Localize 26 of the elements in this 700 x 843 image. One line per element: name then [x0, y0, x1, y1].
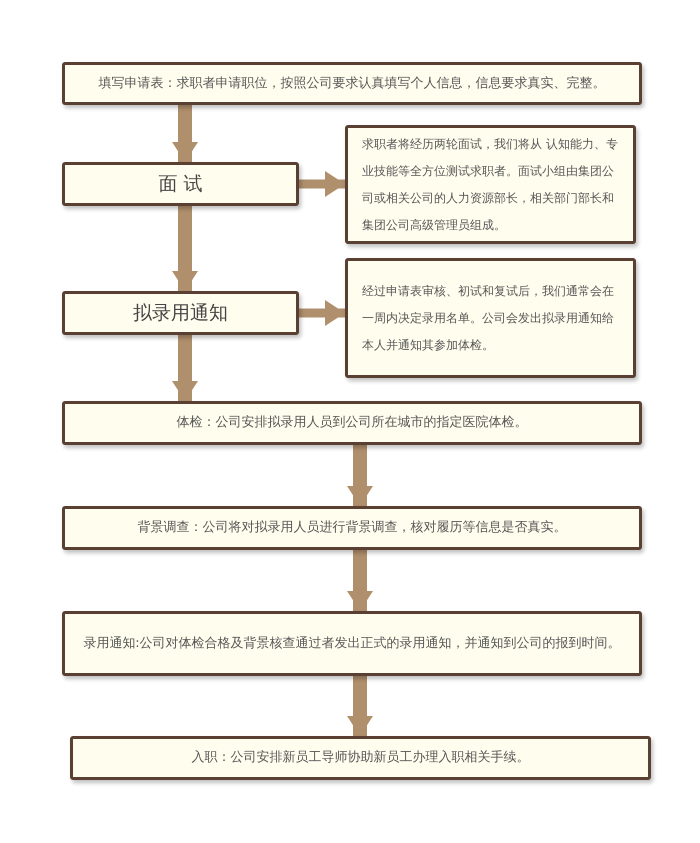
box-text: 经过申请表审核、初试和复试后，我们通常会在一周内决定录用名单。公司会发出拟录用通知给本人并通知其参加体检。 [361, 282, 615, 354]
arrow [172, 206, 198, 291]
box-text: 录用通知:公司对体检合格及背景核查通过者发出正式的录用通知，并通知到公司的报到时间。 [82, 634, 622, 653]
box-text: 背景调查：公司将对拟录用人员进行背景调查，核对履历等信息是否真实。 [136, 519, 568, 538]
process-box [62, 506, 642, 550]
arrow [172, 105, 198, 162]
arrow [299, 300, 345, 326]
process-box [62, 162, 299, 206]
process-box [70, 736, 651, 780]
process-box [62, 62, 642, 105]
arrow [347, 445, 373, 506]
arrow [299, 171, 345, 197]
box-text: 填写申请表：求职者申请职位，按照公司要求认真填写个人信息，信息要求真实、完整。 [98, 74, 606, 93]
arrow [347, 550, 373, 611]
box-text: 体检：公司安排拟录用人员到公司所在城市的指定医院体检。 [176, 414, 528, 432]
box-text: 面 试 [157, 172, 204, 197]
arrow [172, 335, 198, 401]
process-box [62, 291, 299, 335]
arrow [347, 676, 373, 736]
note-box [345, 125, 636, 244]
note-box [345, 258, 636, 378]
process-box [62, 401, 642, 445]
box-text: 求职者将经历两轮面试，我们将从 认知能力、专业技能等全方位测试求职者。面试小组由集团公司或相关公司的人力资源部长，相关部门部长和集团公司高级管理员组成。 [361, 136, 619, 234]
process-box [62, 611, 642, 676]
box-text: 拟录用通知 [132, 301, 229, 326]
box-text: 入职：公司安排新员工导师协助新员工办理入职相关手续。 [190, 749, 530, 768]
